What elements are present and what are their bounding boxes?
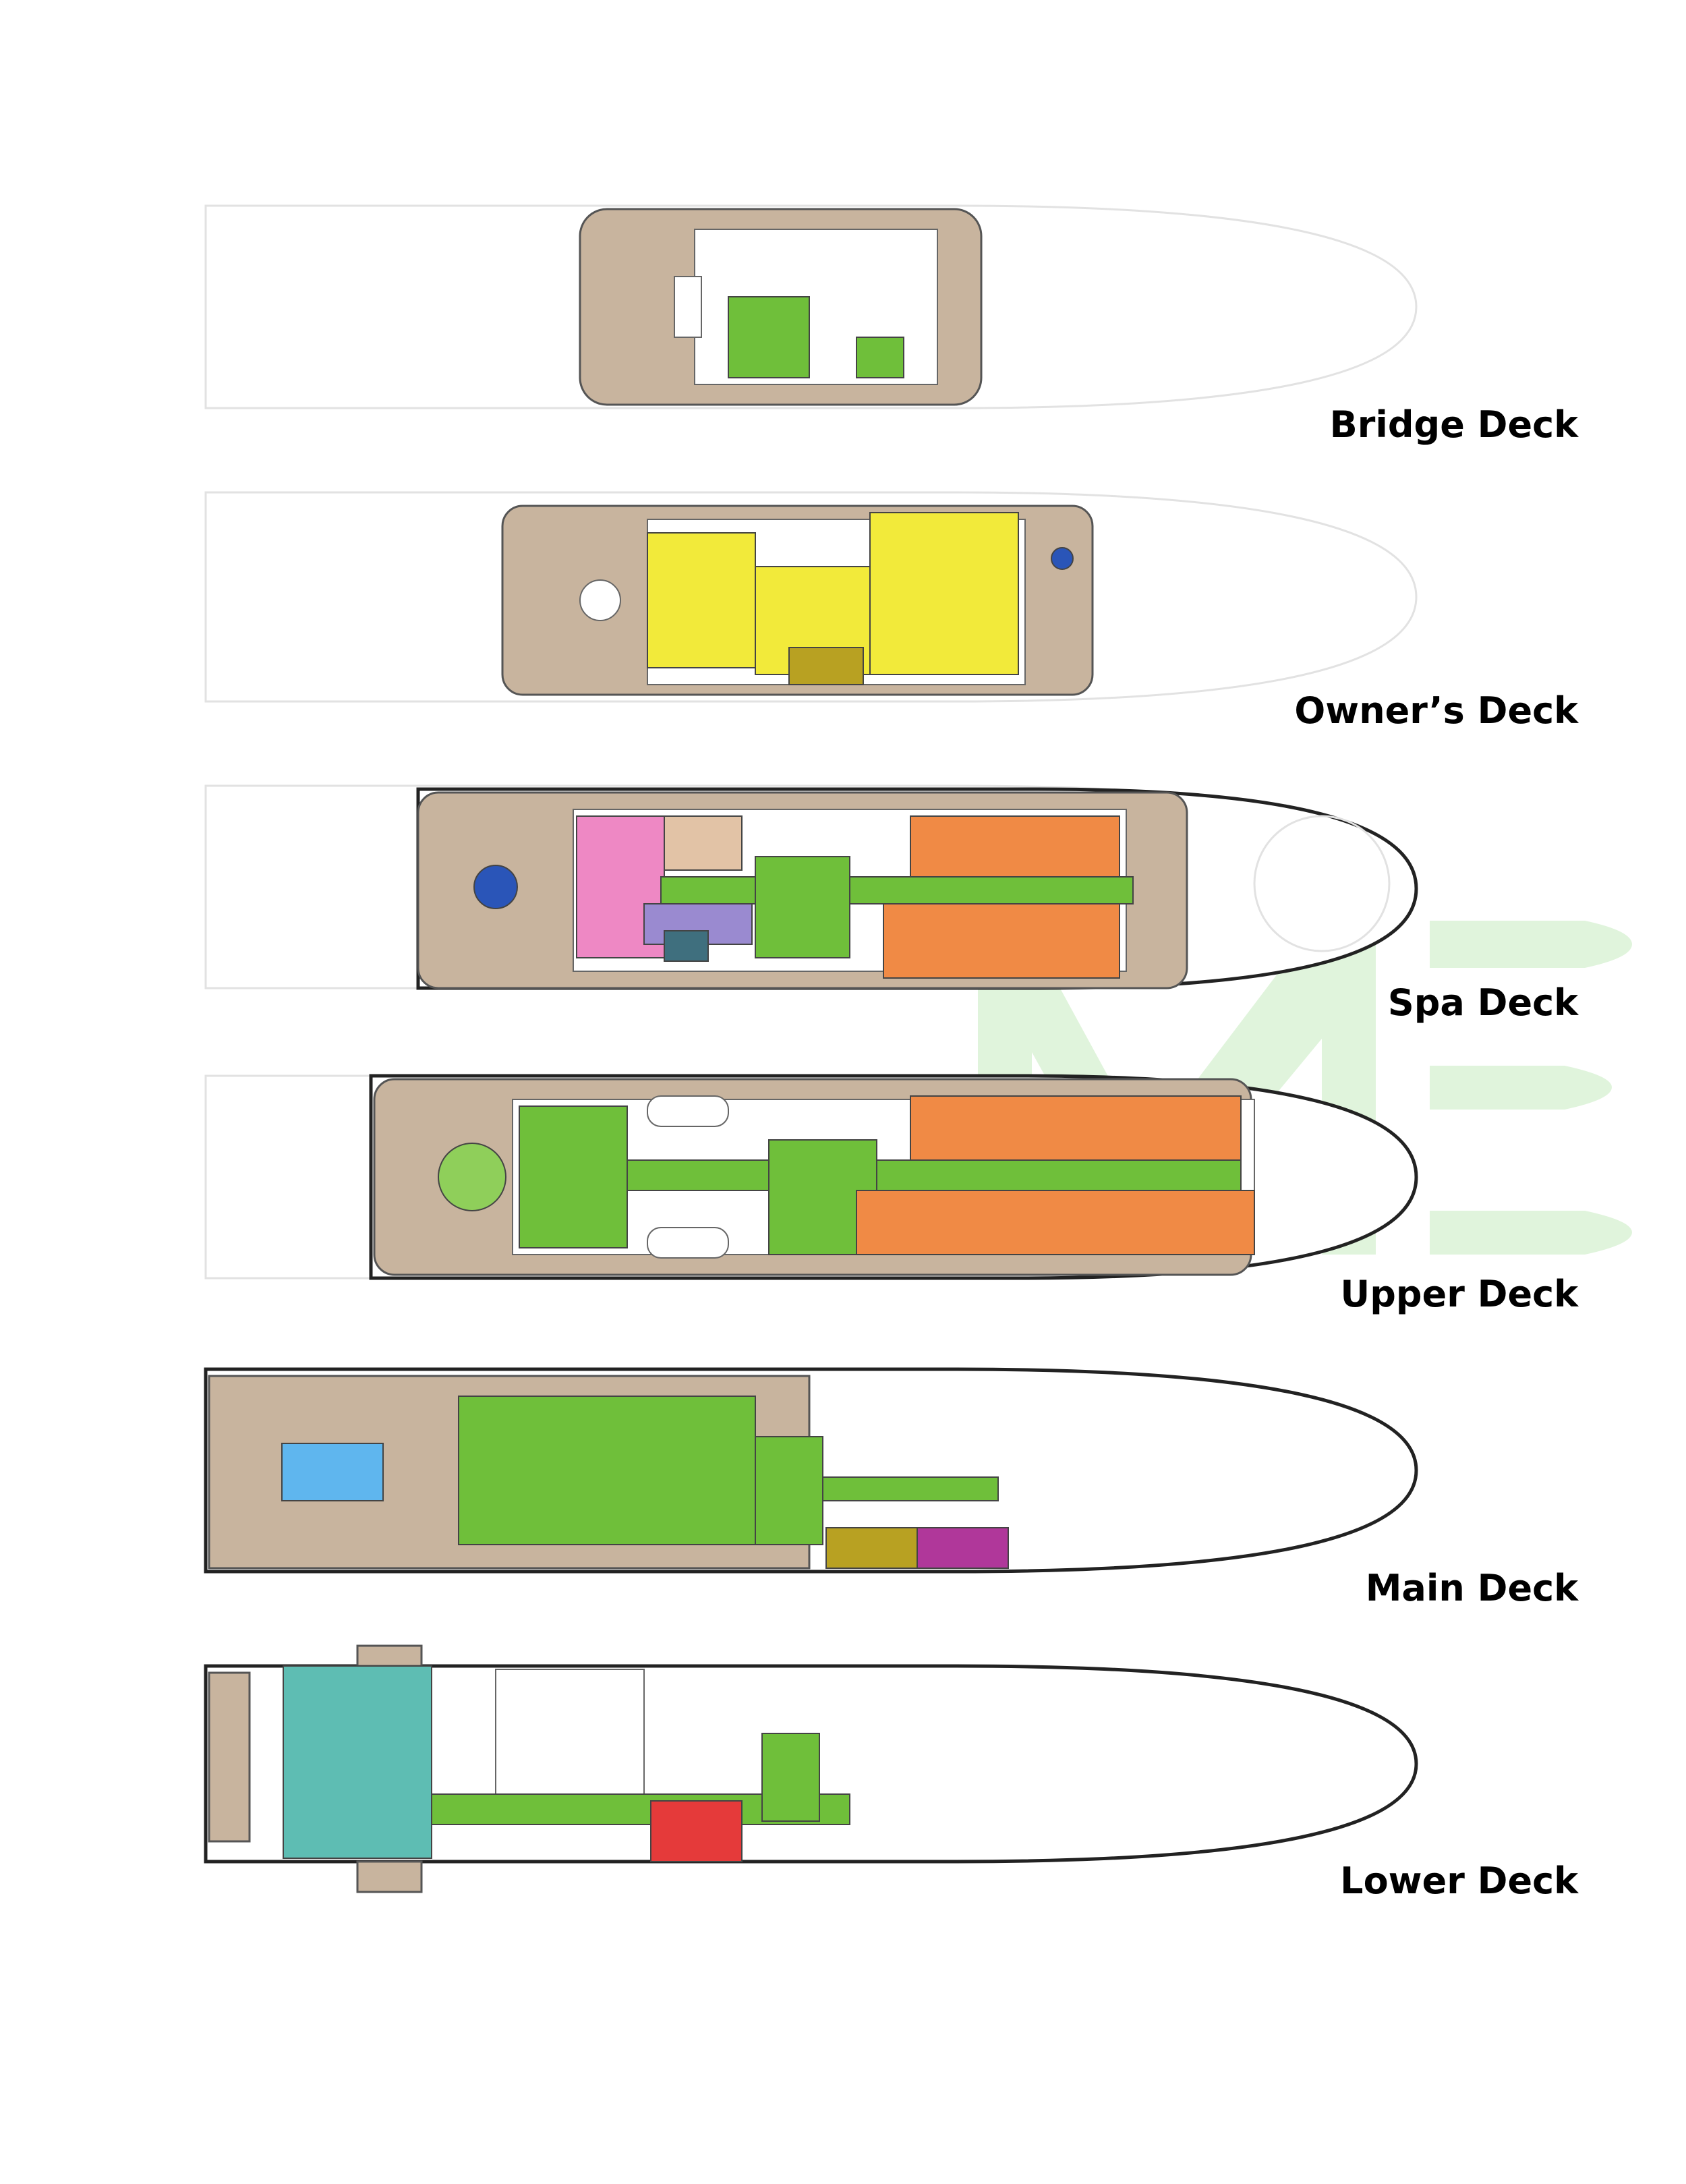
lower-deck-label: Lower Deck [1340, 1860, 1579, 1902]
bridge-deck-label: Bridge Deck [1330, 403, 1579, 446]
spa-slate-zone [664, 930, 709, 962]
spa-tan-zone [664, 815, 743, 871]
owners-deck-plan [501, 505, 1094, 696]
spa-orange-cabins-port [910, 815, 1120, 878]
upper-green-corridor [627, 1159, 1242, 1191]
main-deck-plan [208, 1375, 1009, 1570]
bridge-green-zone [728, 296, 810, 378]
owners-yellow-zone-1 [647, 532, 756, 668]
owners-olive-zone [788, 647, 864, 685]
spa-orange-cabins-starboard [883, 903, 1120, 979]
upper-deck-label: Upper Deck [1340, 1273, 1579, 1315]
owners-ghost-hull [204, 491, 1418, 703]
owners-yellow-zone-3 [869, 512, 1019, 675]
spa-green-zone [755, 856, 850, 958]
upper-green-zone-1 [519, 1105, 628, 1248]
upper-tender-1 [647, 1095, 729, 1127]
lower-teal-zone [283, 1665, 432, 1859]
main-pool [281, 1443, 384, 1501]
helipad-circle [1253, 815, 1391, 952]
main-magenta-zone [917, 1527, 1009, 1569]
owners-jacuzzi [1051, 547, 1074, 570]
main-olive-zone [825, 1527, 918, 1569]
spa-deck-plan [417, 791, 1391, 989]
lower-stern-platform [208, 1671, 251, 1843]
main-green-zone-2 [755, 1436, 823, 1545]
spa-pool [473, 865, 518, 909]
lower-side-platform-starboard [356, 1860, 423, 1893]
lower-deck-plan [208, 1644, 850, 1893]
spa-green-corridor [660, 876, 1134, 904]
lower-green-zone [761, 1733, 820, 1822]
upper-green-circle [438, 1143, 506, 1211]
spa-deck-label: Spa Deck [1388, 981, 1579, 1024]
main-green-zone-1 [458, 1396, 756, 1545]
lower-red-zone [650, 1800, 743, 1862]
upper-tender-2 [647, 1227, 729, 1259]
lower-side-platform-port [356, 1644, 423, 1667]
lower-tender-garage [495, 1669, 645, 1795]
upper-orange-cabins-starboard [856, 1190, 1255, 1255]
main-deck-label: Main Deck [1366, 1567, 1579, 1609]
upper-orange-cabins-port [910, 1095, 1242, 1161]
owners-round-table [579, 579, 621, 621]
owners-deck-label: Owner’s Deck [1294, 689, 1579, 732]
upper-deck-plan [373, 1078, 1255, 1276]
bridge-green-zone-2 [856, 337, 904, 378]
bridge-dining-table [674, 276, 702, 338]
bridge-ghost-hull [204, 204, 1418, 409]
bridge-deck-plan [579, 208, 983, 406]
watermark-logo [978, 921, 1632, 1255]
